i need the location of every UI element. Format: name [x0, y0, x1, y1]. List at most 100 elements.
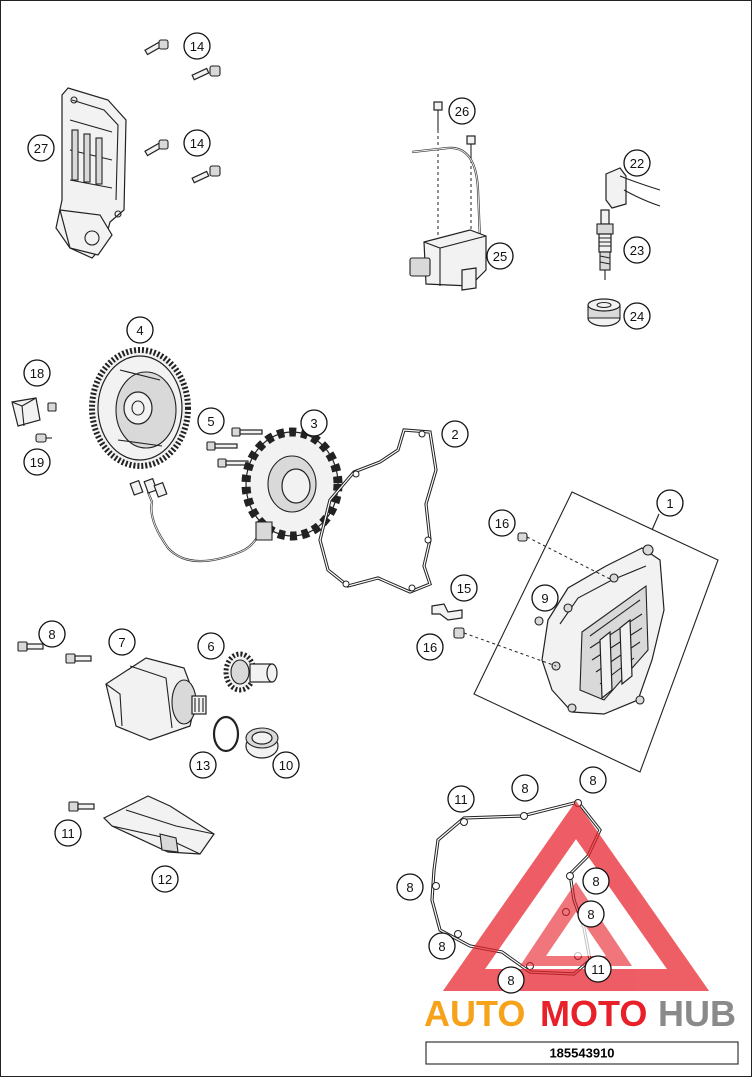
- bolt-14-mid-right: [191, 165, 221, 184]
- callout-11: 11: [54, 819, 82, 847]
- callout-label: 11: [591, 962, 605, 977]
- callout-label: 27: [34, 141, 48, 156]
- callout-label: 3: [310, 416, 317, 431]
- callout-circle: [582, 867, 610, 895]
- callout-circle: [584, 955, 612, 983]
- callout-circle: [272, 751, 300, 779]
- callout-3: 3: [300, 409, 328, 437]
- callout-label: 8: [592, 874, 599, 889]
- seal-24: [587, 298, 621, 327]
- callout-circle: [497, 966, 525, 994]
- gasket-2: [318, 428, 438, 594]
- callout-label: 11: [454, 792, 468, 807]
- callout-label: 8: [507, 973, 514, 988]
- stator-3: [129, 427, 343, 563]
- callout-label: 8: [589, 773, 596, 788]
- flywheel-4: [89, 347, 191, 469]
- callout-circle: [450, 574, 478, 602]
- watermark-logo: [442, 800, 710, 991]
- callout-circle: [656, 489, 684, 517]
- callout-circle: [197, 632, 225, 660]
- callout-8: 8: [579, 766, 607, 794]
- callout-13: 13: [189, 751, 217, 779]
- callout-circle: [126, 316, 154, 344]
- callout-label: 8: [48, 627, 55, 642]
- starter-motor-7: [105, 657, 207, 741]
- callout-circle: [23, 448, 51, 476]
- clamp-15: [431, 603, 463, 621]
- callout-8: 8: [38, 620, 66, 648]
- callout-circle: [447, 785, 475, 813]
- callout-label: 8: [587, 907, 594, 922]
- screw-11-guard: [68, 801, 95, 812]
- callout-label: 25: [493, 249, 507, 264]
- callout-circle: [577, 900, 605, 928]
- callout-circle: [151, 865, 179, 893]
- callout-label: 6: [207, 639, 214, 654]
- callout-10: 10: [272, 751, 300, 779]
- callout-circle: [38, 620, 66, 648]
- callout-label: 11: [61, 826, 75, 841]
- callout-circle: [416, 633, 444, 661]
- ignition-coil-25: [409, 146, 487, 291]
- callout-circle: [54, 819, 82, 847]
- callout-7: 7: [108, 628, 136, 656]
- callout-9: 9: [531, 584, 559, 612]
- callout-label: 10: [279, 758, 293, 773]
- callout-circle: [623, 236, 651, 264]
- callout-label: 13: [196, 758, 210, 773]
- callout-label: 14: [190, 136, 204, 151]
- callout-label: 4: [136, 323, 143, 338]
- callout-label: 7: [118, 635, 125, 650]
- callout-8: 8: [497, 966, 525, 994]
- callout-16: 16: [416, 633, 444, 661]
- callout-25: 25: [486, 242, 514, 270]
- callout-circle: [300, 409, 328, 437]
- callout-11: 11: [447, 785, 475, 813]
- callout-6: 6: [197, 632, 225, 660]
- callout-26: 26: [448, 97, 476, 125]
- callout-8: 8: [582, 867, 610, 895]
- plug-9: [534, 616, 544, 626]
- callout-14: 14: [183, 129, 211, 157]
- callout-circle: [531, 584, 559, 612]
- callout-circle: [448, 97, 476, 125]
- watermark-text-moto: MOTO: [540, 993, 647, 1034]
- sensor-18: [11, 397, 57, 427]
- callout-circle: [27, 134, 55, 162]
- callout-16: 16: [488, 509, 516, 537]
- callout-4: 4: [126, 316, 154, 344]
- callout-circle: [441, 420, 469, 448]
- ignition-cover-box-1: [473, 491, 719, 773]
- callout-label: 5: [207, 414, 214, 429]
- callout-19: 19: [23, 448, 51, 476]
- callout-circle: [183, 129, 211, 157]
- callout-circle: [511, 774, 539, 802]
- screw-16-lower: [453, 627, 557, 667]
- callout-2: 2: [441, 420, 469, 448]
- callout-label: 8: [406, 880, 413, 895]
- callout-label: 26: [455, 104, 469, 119]
- callout-18: 18: [23, 359, 51, 387]
- callout-label: 14: [190, 39, 204, 54]
- callout-circle: [623, 302, 651, 330]
- callout-label: 2: [451, 427, 458, 442]
- callout-label: 23: [630, 243, 644, 258]
- spark-plug-cap-22: [605, 167, 661, 209]
- o-ring-13: [212, 715, 240, 753]
- callout-circle: [428, 932, 456, 960]
- bolt-14-top-left: [144, 39, 169, 56]
- callout-circle: [189, 751, 217, 779]
- watermark-text-auto: AUTO: [424, 993, 525, 1034]
- callout-23: 23: [623, 236, 651, 264]
- callout-12: 12: [151, 865, 179, 893]
- callout-label: 22: [630, 156, 644, 171]
- screw-19: [35, 433, 52, 443]
- screws-5: [206, 427, 263, 468]
- callout-label: 15: [457, 581, 471, 596]
- callout-circle: [396, 873, 424, 901]
- callout-8: 8: [428, 932, 456, 960]
- callout-22: 22: [623, 149, 651, 177]
